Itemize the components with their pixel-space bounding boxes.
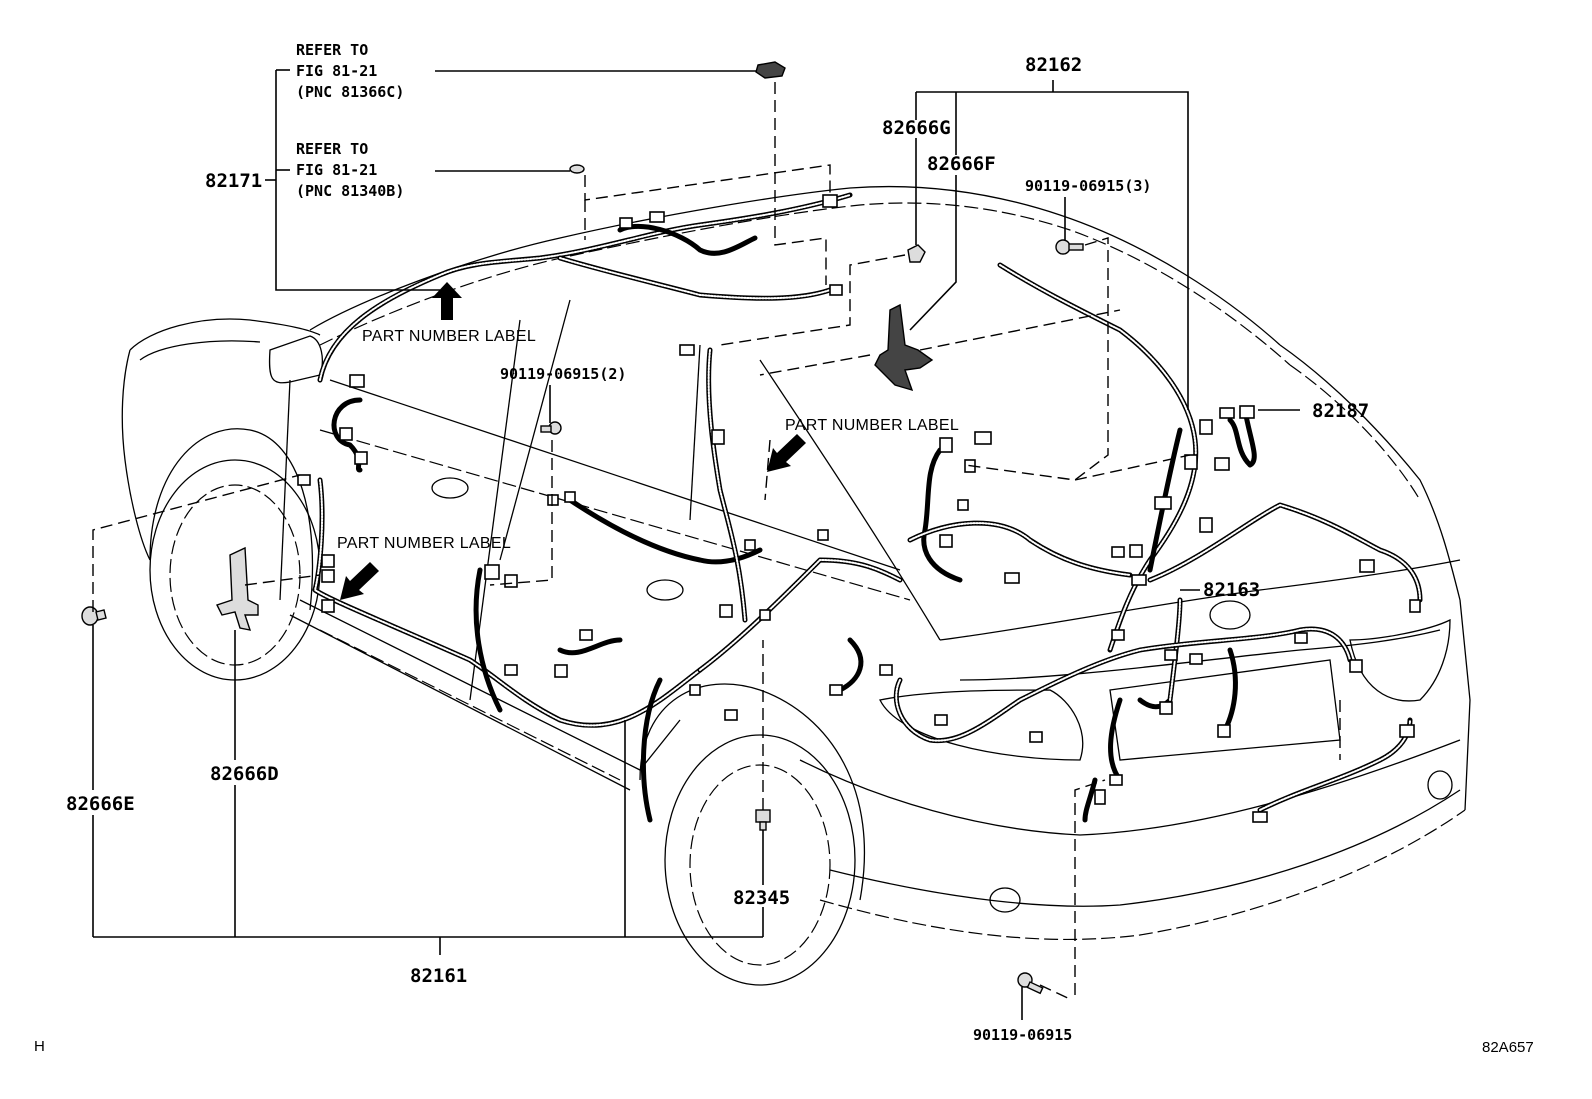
- reference-line2: FIG 81-21: [296, 161, 377, 179]
- corner-mark: H: [34, 1038, 45, 1055]
- harness-roof-82171: [317, 192, 853, 383]
- car-body-outline: [121, 185, 1471, 986]
- part-label-82163: 82163: [1203, 579, 1260, 601]
- part-label-90119-06915-3: 90119-06915(3): [1025, 177, 1151, 195]
- bolt-90119-06915-icon: [1017, 972, 1044, 995]
- bolt-90119-06915-3-icon: [1055, 239, 1084, 255]
- figure-id: 82A657: [1482, 1039, 1534, 1056]
- part-label-82171: 82171: [205, 170, 262, 192]
- bracket-82666d-icon: [216, 546, 259, 631]
- part-number-label-note: PART NUMBER LABEL: [362, 328, 536, 345]
- reference-line3: (PNC 81340B): [296, 182, 404, 200]
- assembly-guide-lines: [92, 82, 1341, 1001]
- arrow-down-left-icon: [767, 434, 806, 472]
- part-number-label-note: PART NUMBER LABEL: [785, 417, 959, 434]
- part-label-90119-06915-2: 90119-06915(2): [500, 365, 626, 383]
- reference-line2: FIG 81-21: [296, 62, 377, 80]
- reference-note-81366c: REFER TO FIG 81-21 (PNC 81366C): [296, 41, 404, 101]
- clamp-82666g-icon: [907, 244, 926, 263]
- arrow-up-icon: [432, 282, 462, 320]
- arrow-down-left-icon: [340, 562, 379, 600]
- part-label-90119-06915: 90119-06915: [973, 1026, 1072, 1044]
- connector-82345-icon: [755, 809, 771, 831]
- part-label-82666g: 82666G: [882, 117, 951, 139]
- part-label-82187: 82187: [1312, 400, 1369, 422]
- part-label-82345: 82345: [733, 887, 790, 909]
- harness-rear-82162: [907, 262, 1423, 653]
- reference-line3: (PNC 81366C): [296, 83, 404, 101]
- reference-line1: REFER TO: [296, 41, 368, 59]
- harness-floor-82161: [312, 347, 903, 823]
- map-lamp-part-icon: [569, 164, 585, 174]
- bolt-90119-06915-2-icon: [540, 421, 562, 435]
- part-label-82161: 82161: [410, 965, 467, 987]
- part-number-label-note: PART NUMBER LABEL: [337, 535, 511, 552]
- bracket-82666f-icon: [874, 303, 934, 392]
- part-label-82162: 82162: [1025, 54, 1082, 76]
- reference-line1: REFER TO: [296, 140, 368, 158]
- reference-note-81340b: REFER TO FIG 81-21 (PNC 81340B): [296, 140, 404, 200]
- clamp-82666e-icon: [81, 606, 107, 626]
- room-lamp-part-icon: [755, 61, 786, 79]
- harness-trunk-82163: [837, 597, 1413, 823]
- part-label-82666d: 82666D: [210, 763, 279, 785]
- part-label-82666f: 82666F: [927, 153, 996, 175]
- connectors: [297, 194, 1421, 823]
- leader-lines: [92, 69, 1300, 1020]
- part-label-82666e: 82666E: [66, 793, 135, 815]
